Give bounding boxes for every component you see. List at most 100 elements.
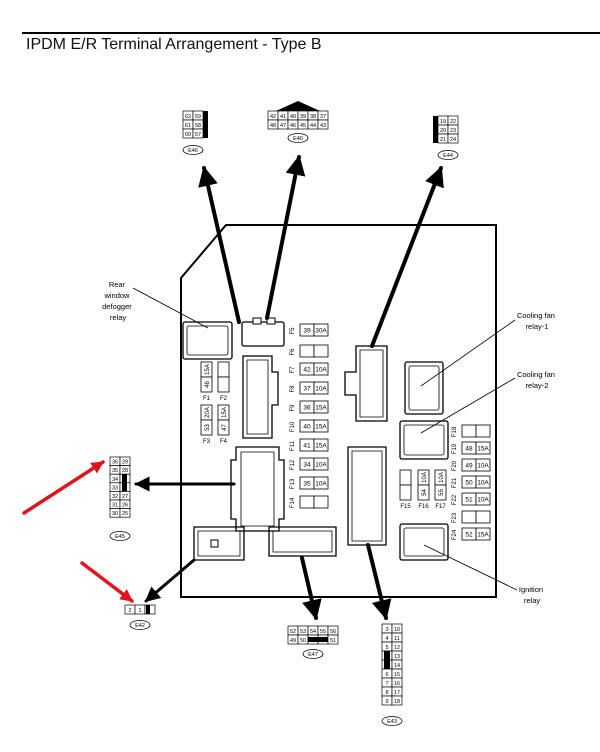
fuse-cell: [475, 424, 491, 438]
fuse-cell: [313, 495, 329, 509]
fuse-number: 39: [303, 328, 311, 335]
terminal-number: 46: [290, 123, 296, 129]
fuse-number: 37: [303, 386, 311, 393]
fuse-cell: [217, 419, 230, 436]
terminal-number: 20: [440, 128, 446, 134]
fuse-cell: [475, 492, 491, 506]
fuse-number: 55: [439, 489, 445, 496]
terminal-number: 12: [394, 645, 400, 651]
terminal-number: 22: [450, 119, 456, 125]
terminal-number: 8: [385, 690, 388, 696]
ignition-relay: [399, 523, 449, 561]
terminal-number: 45: [300, 123, 306, 129]
terminal-number: 18: [394, 699, 400, 705]
terminal-number: 29: [122, 460, 128, 466]
terminal-number: 15: [394, 672, 400, 678]
terminal-number: 60: [185, 132, 191, 138]
connector-key: [308, 637, 328, 642]
fuse-amperage: 15A: [477, 532, 489, 539]
connector-id: E43: [387, 719, 397, 725]
connector-id: E47: [308, 652, 318, 658]
fuse-number: 48: [465, 446, 473, 453]
terminal-number: 7: [385, 681, 388, 687]
terminal-number: 37: [320, 114, 326, 120]
fuse-number: 50: [465, 480, 473, 487]
fuse-label: F1: [203, 396, 211, 402]
connector-key: [146, 605, 150, 614]
fuse-cell: [200, 376, 213, 393]
terminal-number: 42: [270, 114, 276, 120]
terminal-number: 4: [385, 636, 388, 642]
connector-id-oval: [437, 150, 459, 160]
fuse-number: 49: [465, 463, 473, 470]
arrow-to-e42: [144, 558, 196, 603]
fuse-amperage: 15A: [477, 446, 489, 453]
fuse-label: F17: [435, 504, 446, 510]
label-cooling-fan-relay-1: Cooling fan relay-1: [517, 311, 557, 331]
fuse-number: 41: [303, 443, 311, 450]
fuse-number: 40: [303, 424, 311, 431]
terminal-number: 28: [122, 468, 128, 474]
fuse-label: F6: [290, 348, 296, 356]
connector-arrows: [134, 155, 444, 620]
fuse-cell: [313, 381, 329, 395]
fuse-amperage: 15A: [315, 443, 327, 450]
socket-e42: [193, 526, 245, 561]
terminal-number: 39: [300, 114, 306, 120]
fuse-cell: [313, 400, 329, 414]
fuse-label: F16: [418, 504, 429, 510]
terminal-number: 33: [112, 485, 118, 491]
terminal-number: 52: [290, 629, 296, 635]
terminal-number: 6: [385, 672, 388, 678]
socket-e44: [344, 345, 388, 422]
terminal-number: 31: [112, 503, 118, 509]
fuse-number: 53: [205, 424, 211, 431]
fuse-amperage: 15A: [315, 424, 327, 431]
socket-e45: [242, 355, 279, 439]
terminal-number: 48: [270, 123, 276, 129]
terminal-number: 9: [385, 699, 388, 705]
fuse-cell: [461, 510, 477, 524]
fuse-label: F21: [452, 477, 458, 488]
fuse-label: F8: [290, 385, 296, 393]
fuse-number: 47: [222, 424, 228, 431]
terminal-number: 25: [122, 511, 128, 517]
fuse-number: 34: [303, 462, 311, 469]
fuse-cell: [417, 484, 430, 501]
fuse-label: F4: [220, 439, 228, 445]
fuse-cell: [217, 376, 230, 393]
terminal-cell: [391, 695, 403, 706]
fuse-label: F18: [452, 426, 458, 437]
fuse-label: F14: [290, 497, 296, 508]
fuse-label: F13: [290, 478, 296, 489]
fuse-amperage: 15A: [315, 405, 327, 412]
fuse-number: 42: [303, 367, 311, 374]
ipdm-housing: [180, 224, 497, 598]
terminal-number: 14: [394, 663, 400, 669]
fuse-cell: [461, 424, 477, 438]
fuse-label: F5: [290, 327, 296, 335]
fuse-number: 52: [465, 532, 473, 539]
terminal-number: 17: [394, 690, 400, 696]
fuse-number: 54: [422, 489, 428, 496]
fuse-cell: [475, 475, 491, 489]
terminal-number: 51: [330, 638, 336, 644]
fuse-amperage: 15A: [205, 364, 211, 375]
title-rule: [22, 32, 600, 34]
terminal-number: 38: [310, 114, 316, 120]
terminal-number: 44: [310, 123, 316, 129]
connector-id-oval: [182, 145, 204, 155]
arrow-to-e44: [370, 166, 444, 348]
arrow-to-e47: [300, 556, 322, 620]
fuse-cell: [217, 361, 230, 378]
terminal-number: 21: [440, 137, 446, 143]
terminal-number: 56: [330, 629, 336, 635]
terminal-cell: [447, 133, 459, 144]
fuse-label: F10: [290, 421, 296, 432]
terminal-number: 1: [138, 608, 141, 614]
connector-key: [276, 101, 320, 111]
